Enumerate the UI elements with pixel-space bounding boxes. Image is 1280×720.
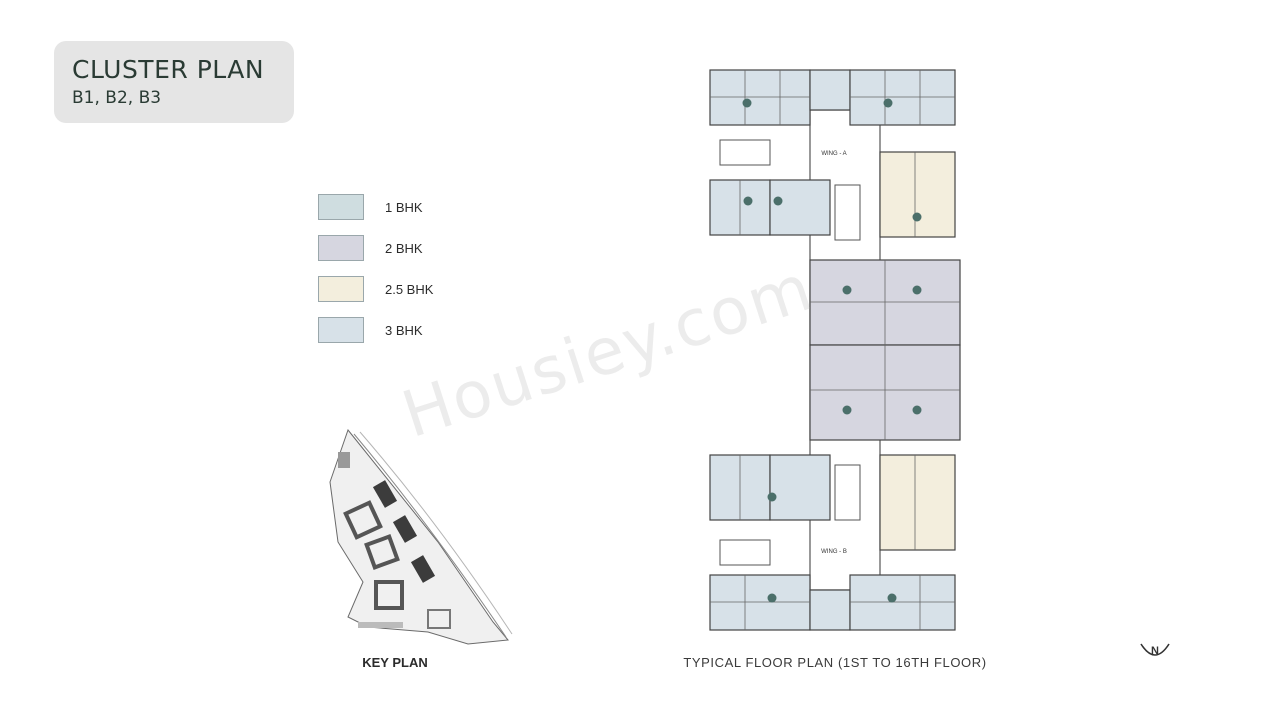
unit-marker (842, 285, 852, 295)
unit-marker (773, 196, 783, 206)
legend-item-1bhk: 1 BHK (318, 193, 433, 221)
key-plan-drawing (329, 428, 513, 645)
legend-swatch (318, 317, 364, 343)
unit-marker (767, 593, 777, 603)
north-label: N (1151, 645, 1159, 657)
unit-marker (842, 405, 852, 415)
unit-marker (743, 196, 753, 206)
wing-b-label: WING - B (821, 549, 847, 555)
legend-label: 1 BHK (385, 199, 423, 215)
key-plan-label: KEY PLAN (362, 655, 428, 670)
legend-swatch (318, 276, 364, 302)
floor-plan-caption: TYPICAL FLOOR PLAN (1ST TO 16TH FLOOR) (683, 655, 987, 670)
key-plan (318, 422, 518, 652)
legend-label: 3 BHK (385, 322, 423, 338)
page-title: CLUSTER PLAN (72, 55, 265, 84)
legend-item-25bhk: 2.5 BHK (318, 275, 433, 303)
unit-marker (912, 285, 922, 295)
floor-plan: WING - A WING - B (700, 55, 970, 645)
legend-item-3bhk: 3 BHK (318, 316, 433, 344)
legend-swatch (318, 235, 364, 261)
legend-item-2bhk: 2 BHK (318, 234, 433, 262)
legend-swatch (318, 194, 364, 220)
legend-label: 2.5 BHK (385, 281, 434, 297)
unit-marker (912, 212, 922, 222)
unit-marker (912, 405, 922, 415)
legend-label: 2 BHK (385, 240, 423, 256)
wing-a-label: WING - A (821, 151, 846, 157)
unit-marker (883, 98, 893, 108)
legend: 1 BHK 2 BHK 2.5 BHK 3 BHK (318, 193, 433, 357)
floor-plan-drawing: WING - A WING - B (709, 69, 961, 631)
unit-marker (887, 593, 897, 603)
north-arrow-icon: N (1138, 632, 1172, 662)
title-card: CLUSTER PLAN B1, B2, B3 (54, 41, 294, 123)
unit-marker (742, 98, 752, 108)
unit-marker (767, 492, 777, 502)
page-subtitle: B1, B2, B3 (72, 88, 162, 108)
